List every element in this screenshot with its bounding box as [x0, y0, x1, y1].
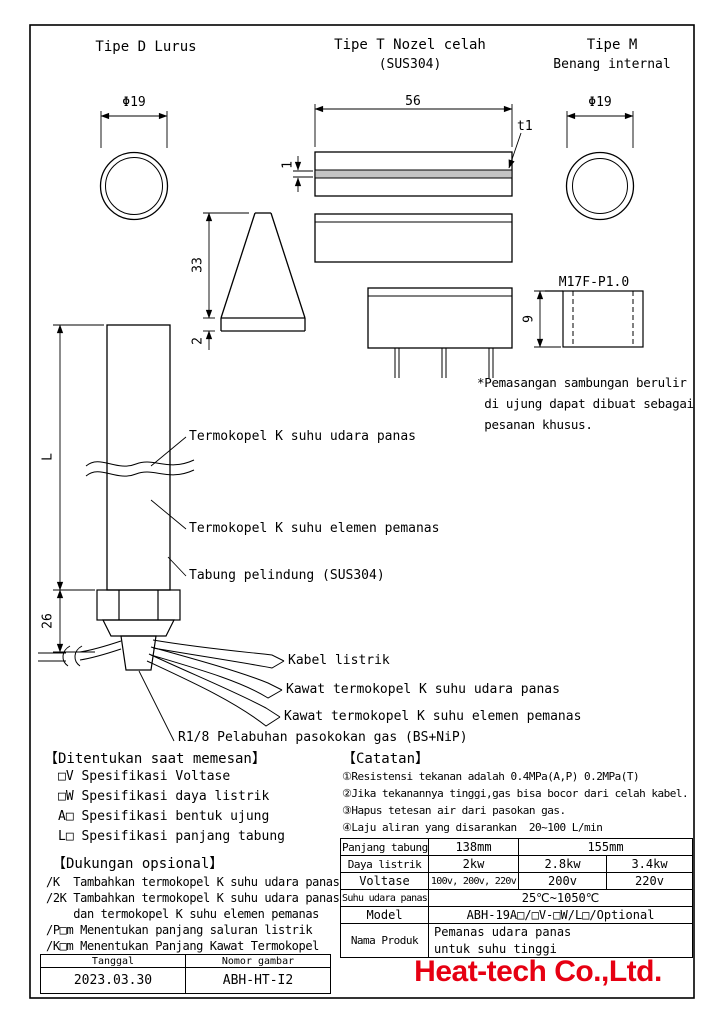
spec-tube-length-138: 138mm: [428, 838, 519, 856]
ordering-item: A□ Spesifikasi bentuk ujung: [58, 809, 270, 824]
spec-power-3-4kw: 3.4kw: [606, 855, 693, 873]
spec-row-tube-length: Panjang tabung 138mm 155mm: [340, 838, 693, 856]
sheet-frame: [29, 24, 695, 999]
dim-1: 1: [280, 161, 296, 169]
gas-port-leader: [138, 670, 175, 742]
title-block-header-row: Tanggal Nomor gambar: [40, 954, 331, 968]
ordering-item: □V Spesifikasi Voltase: [58, 769, 231, 784]
title-block: Tanggal Nomor gambar 2023.03.30 ABH-HT-I…: [40, 954, 331, 994]
spec-label-product-name: Nama Produk: [340, 923, 429, 958]
dim-26-lines: [53, 589, 95, 653]
spec-power-2kw: 2kw: [428, 855, 519, 873]
tipe-m-thread-view: [545, 290, 644, 348]
callout-wire-air: Kawat termokopel K suhu udara panas: [286, 682, 560, 697]
callout-thermocouple-heater: Termokopel K suhu elemen pemanas: [189, 521, 440, 536]
tipe-t-slot-view: [314, 151, 513, 197]
dim-9: 9: [521, 315, 537, 323]
dim-2: 2: [190, 337, 206, 345]
dim-dia-m: Φ19: [588, 95, 612, 110]
callout-wire-heater: Kawat termokopel K suhu elemen pemanas: [284, 709, 582, 724]
heater-pins: [394, 348, 494, 378]
ordering-item: L□ Spesifikasi panjang tabung: [58, 829, 285, 844]
spec-power-2-8kw: 2.8kw: [518, 855, 607, 873]
spec-label-voltage: Voltase: [340, 872, 429, 890]
date-value: 2023.03.30: [40, 967, 186, 994]
note-item: ④Laju aliran yang disarankan 20~100 L/mi…: [342, 821, 603, 834]
optional-title: 【Dukungan opsional】: [52, 856, 224, 872]
drawing-number-label: Nomor gambar: [185, 954, 331, 968]
tube-break-lines: [85, 459, 195, 477]
title-block-value-row: 2023.03.30 ABH-HT-I2: [40, 967, 331, 994]
spec-temperature-range: 25℃~1050℃: [428, 889, 693, 907]
header-tipe-m-sub: Benang internal: [553, 57, 671, 72]
spec-row-power: Daya listrik 2kw 2.8kw 3.4kw: [340, 855, 693, 873]
callout-power-cable: Kabel listrik: [288, 653, 390, 668]
dim-26: 26: [40, 613, 56, 629]
dim-dia-m-lines: [566, 111, 634, 148]
dim-L-lines: [53, 324, 104, 591]
optional-item: /2K Tambahkan termokopel K suhu udara pa…: [46, 891, 340, 905]
header-tipe-t-material: (SUS304): [378, 57, 442, 72]
optional-item: /K Tambahkan termokopel K suhu udara pan…: [46, 875, 340, 889]
optional-item: dan termokopel K suhu elemen pemanas: [46, 907, 319, 921]
optional-item: /P□m Menentukan panjang saluran listrik: [46, 923, 313, 937]
spec-voltage-220: 220v: [606, 872, 693, 890]
drawing-number-value: ABH-HT-I2: [185, 967, 331, 994]
dim-dia-d: Φ19: [122, 95, 146, 110]
spec-label-power: Daya listrik: [340, 855, 429, 873]
spec-voltage-100-200-220: 100v, 200v, 220v: [428, 872, 519, 890]
dim-2-lines: [203, 330, 215, 350]
heater-body-view: [367, 287, 513, 378]
spec-row-model: Model ABH-19A□/□V-□W/L□/Optional: [340, 906, 693, 924]
spec-voltage-200: 200v: [518, 872, 607, 890]
dim-dia-d-lines: [100, 111, 168, 148]
header-tipe-d: Tipe D Lurus: [95, 39, 197, 55]
spec-label-model: Model: [340, 906, 429, 924]
note-item: ①Resistensi tekanan adalah 0.4MPa(A,P) 0…: [342, 770, 640, 783]
callout-protection-tube: Tabung pelindung (SUS304): [189, 568, 385, 583]
leader-t1: [508, 132, 522, 169]
dim-9-lines: [534, 290, 561, 348]
lead-wires-right: [146, 639, 285, 727]
dim-33-lines: [203, 212, 249, 319]
spec-row-voltage: Voltase 100v, 200v, 220v 200v 220v: [340, 872, 693, 890]
thread-spec: M17F-P1.0: [558, 275, 630, 290]
note-item: ③Hapus tetesan air dari pasokan gas.: [342, 804, 566, 817]
spec-label-tube-length: Panjang tabung: [340, 838, 429, 856]
ordering-item: □W Spesifikasi daya listrik: [58, 789, 270, 804]
dim-L: L: [40, 453, 56, 461]
spec-row-product-name: Nama Produk Pemanas udara panas untuk su…: [340, 923, 693, 958]
tube-front-view: [106, 324, 171, 591]
spec-model-code: ABH-19A□/□V-□W/L□/Optional: [428, 906, 693, 924]
spec-tube-length-155: 155mm: [518, 838, 693, 856]
spec-table: Panjang tabung 138mm 155mm Daya listrik …: [340, 838, 693, 958]
dim-33: 33: [190, 257, 206, 273]
hex-fitting: [96, 589, 181, 671]
date-label: Tanggal: [40, 954, 186, 968]
tipe-m-top-view: [565, 151, 635, 221]
dim-56-lines: [314, 104, 513, 147]
company-logo: Heat-tech Co.,Ltd.: [414, 955, 662, 988]
notes-title: 【Catatan】: [342, 751, 430, 767]
spec-label-temperature: Suhu udara panas: [340, 889, 429, 907]
tipe-t-front-view: [314, 213, 513, 263]
note-item: ②Jika tekanannya tinggi,gas bisa bocor d…: [342, 787, 689, 800]
header-tipe-m: Tipe M: [586, 37, 638, 53]
spec-product-name: Pemanas udara panas untuk suhu tinggi: [428, 923, 693, 958]
header-tipe-t: Tipe T Nozel celah: [334, 37, 486, 53]
callout-thermocouple-air: Termokopel K suhu udara panas: [189, 429, 416, 444]
optional-item: /K□m Menentukan Panjang Kawat Termokopel: [46, 939, 319, 953]
ordering-title: 【Ditentukan saat memesan】: [44, 751, 266, 767]
power-cables-left: [38, 640, 122, 667]
callout-leaders: [150, 436, 187, 577]
cone-tip-view: [220, 212, 306, 332]
dim-56: 56: [405, 94, 421, 109]
dim-t1: t1: [517, 119, 533, 134]
thread-option-note: *Pemasangan sambungan berulir di ujung d…: [477, 375, 694, 432]
spec-row-temperature: Suhu udara panas 25℃~1050℃: [340, 889, 693, 907]
dim-1-lines: [293, 156, 313, 192]
callout-gas-port: R1/8 Pelabuhan pasokokan gas (BS+NiP): [178, 730, 468, 745]
tipe-d-top-view: [99, 151, 169, 221]
